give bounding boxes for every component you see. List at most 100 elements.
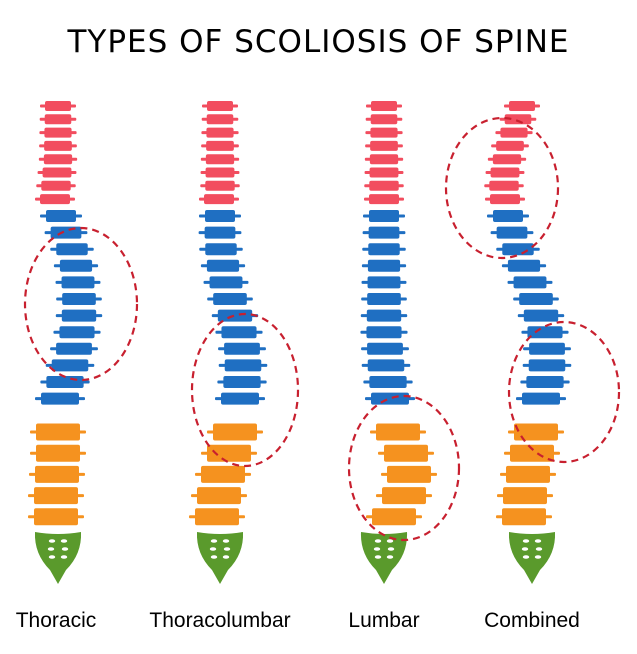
cervical-vertebra: [201, 140, 239, 151]
thoracic-vertebra: [507, 276, 553, 289]
thoracic-vertebra: [361, 276, 407, 289]
lumbar-vertebra: [30, 423, 86, 441]
lumbar-vertebra: [496, 508, 552, 526]
thoracic-vertebra: [40, 210, 82, 222]
cervical-vertebra: [364, 154, 404, 165]
sacrum: [34, 532, 82, 584]
curve-highlight: [347, 394, 461, 542]
thoracic-vertebra: [523, 342, 571, 355]
thoracic-vertebra: [361, 293, 407, 305]
thoracic-vertebra: [53, 259, 99, 272]
cervical-vertebra: [39, 127, 77, 138]
cervical-vertebra: [202, 101, 238, 111]
thoracic-vertebra: [215, 392, 265, 405]
cervical-vertebra: [36, 180, 76, 191]
thoracic-vertebra: [55, 276, 101, 289]
cervical-vertebra: [200, 154, 240, 165]
spine-lumbar: [347, 101, 461, 584]
cervical-vertebra: [200, 167, 240, 178]
thoracic-vertebra: [35, 392, 85, 405]
thoracic-vertebra: [207, 293, 253, 305]
thoracic-vertebra: [362, 226, 406, 239]
lumbar-vertebra: [30, 444, 86, 462]
cervical-vertebra: [364, 180, 404, 191]
lumbar-vertebra: [366, 508, 422, 526]
thoracic-vertebra: [517, 309, 565, 322]
lumbar-vertebra: [28, 487, 84, 505]
label-lumbar: Lumbar: [348, 609, 420, 632]
lumbar-vertebra: [504, 444, 560, 462]
thoracic-vertebra: [53, 326, 101, 339]
curve-highlight: [444, 116, 560, 260]
lumbar-vertebra: [376, 487, 432, 505]
lumbar-vertebra: [191, 487, 247, 505]
thoracic-vertebra: [218, 342, 266, 355]
thoracic-vertebra: [50, 243, 94, 256]
thoracic-vertebra: [365, 392, 415, 405]
cervical-vertebra: [40, 101, 76, 111]
diagram-title: TYPES OF SCOLIOSIS OF SPINE: [67, 24, 570, 60]
cervical-vertebra: [365, 140, 403, 151]
thoracic-vertebra: [45, 359, 95, 372]
cervical-vertebra: [487, 154, 527, 165]
thoracic-vertebra: [203, 276, 249, 289]
cervical-vertebra: [485, 167, 525, 178]
thoracic-vertebra: [361, 359, 411, 372]
curve-highlight: [507, 320, 621, 464]
cervical-vertebra: [495, 127, 533, 138]
cervical-vertebra: [365, 114, 403, 125]
cervical-vertebra: [484, 180, 524, 191]
label-combined: Combined: [484, 609, 580, 632]
label-thoracic: Thoracic: [15, 609, 97, 632]
thoracic-vertebra: [362, 243, 406, 256]
lumbar-vertebra: [378, 444, 434, 462]
lumbar-vertebra: [207, 423, 263, 441]
cervical-vertebra: [39, 114, 77, 125]
thoracic-vertebra: [199, 243, 243, 256]
thoracic-vertebra: [50, 342, 98, 355]
thoracic-vertebra: [361, 259, 407, 272]
spine-thoracic: [23, 101, 139, 584]
label-thoracolumbar: Thoracolumbar: [149, 609, 291, 632]
curve-highlight: [23, 226, 139, 382]
lumbar-vertebra: [370, 423, 426, 441]
spine-thoracolumbar: [189, 101, 300, 584]
lumbar-vertebra: [189, 508, 245, 526]
cervical-vertebra: [39, 140, 77, 151]
lumbar-vertebra: [500, 465, 556, 483]
cervical-vertebra: [485, 194, 525, 205]
thoracic-vertebra: [361, 342, 409, 355]
sacrum: [196, 532, 244, 584]
lumbar-vertebra: [201, 444, 257, 462]
thoracic-vertebra: [55, 309, 103, 322]
cervical-vertebra: [201, 114, 239, 125]
thoracic-vertebra: [520, 376, 570, 388]
thoracic-vertebra: [199, 210, 241, 222]
thoracic-vertebra: [363, 376, 413, 388]
thoracic-vertebra: [487, 210, 529, 222]
thoracic-vertebra: [200, 259, 246, 272]
cervical-vertebra: [499, 114, 537, 125]
thoracic-vertebra: [513, 293, 559, 305]
cervical-vertebra: [364, 194, 404, 205]
sacrum: [508, 532, 556, 584]
thoracic-vertebra: [218, 359, 268, 372]
cervical-vertebra: [366, 101, 402, 111]
lumbar-vertebra: [381, 465, 437, 483]
thoracic-vertebra: [215, 326, 263, 339]
cervical-vertebra: [37, 167, 77, 178]
thoracic-vertebra: [522, 359, 572, 372]
cervical-vertebra: [504, 101, 540, 111]
cervical-vertebra: [491, 140, 529, 151]
lumbar-vertebra: [195, 465, 251, 483]
spine-combined: [444, 101, 621, 584]
lumbar-vertebra: [28, 508, 84, 526]
cervical-vertebra: [200, 180, 240, 191]
thoracic-vertebra: [363, 210, 405, 222]
cervical-vertebra: [365, 127, 403, 138]
thoracic-vertebra: [490, 226, 534, 239]
lumbar-vertebra: [508, 423, 564, 441]
cervical-vertebra: [201, 127, 239, 138]
sacrum: [360, 532, 408, 584]
